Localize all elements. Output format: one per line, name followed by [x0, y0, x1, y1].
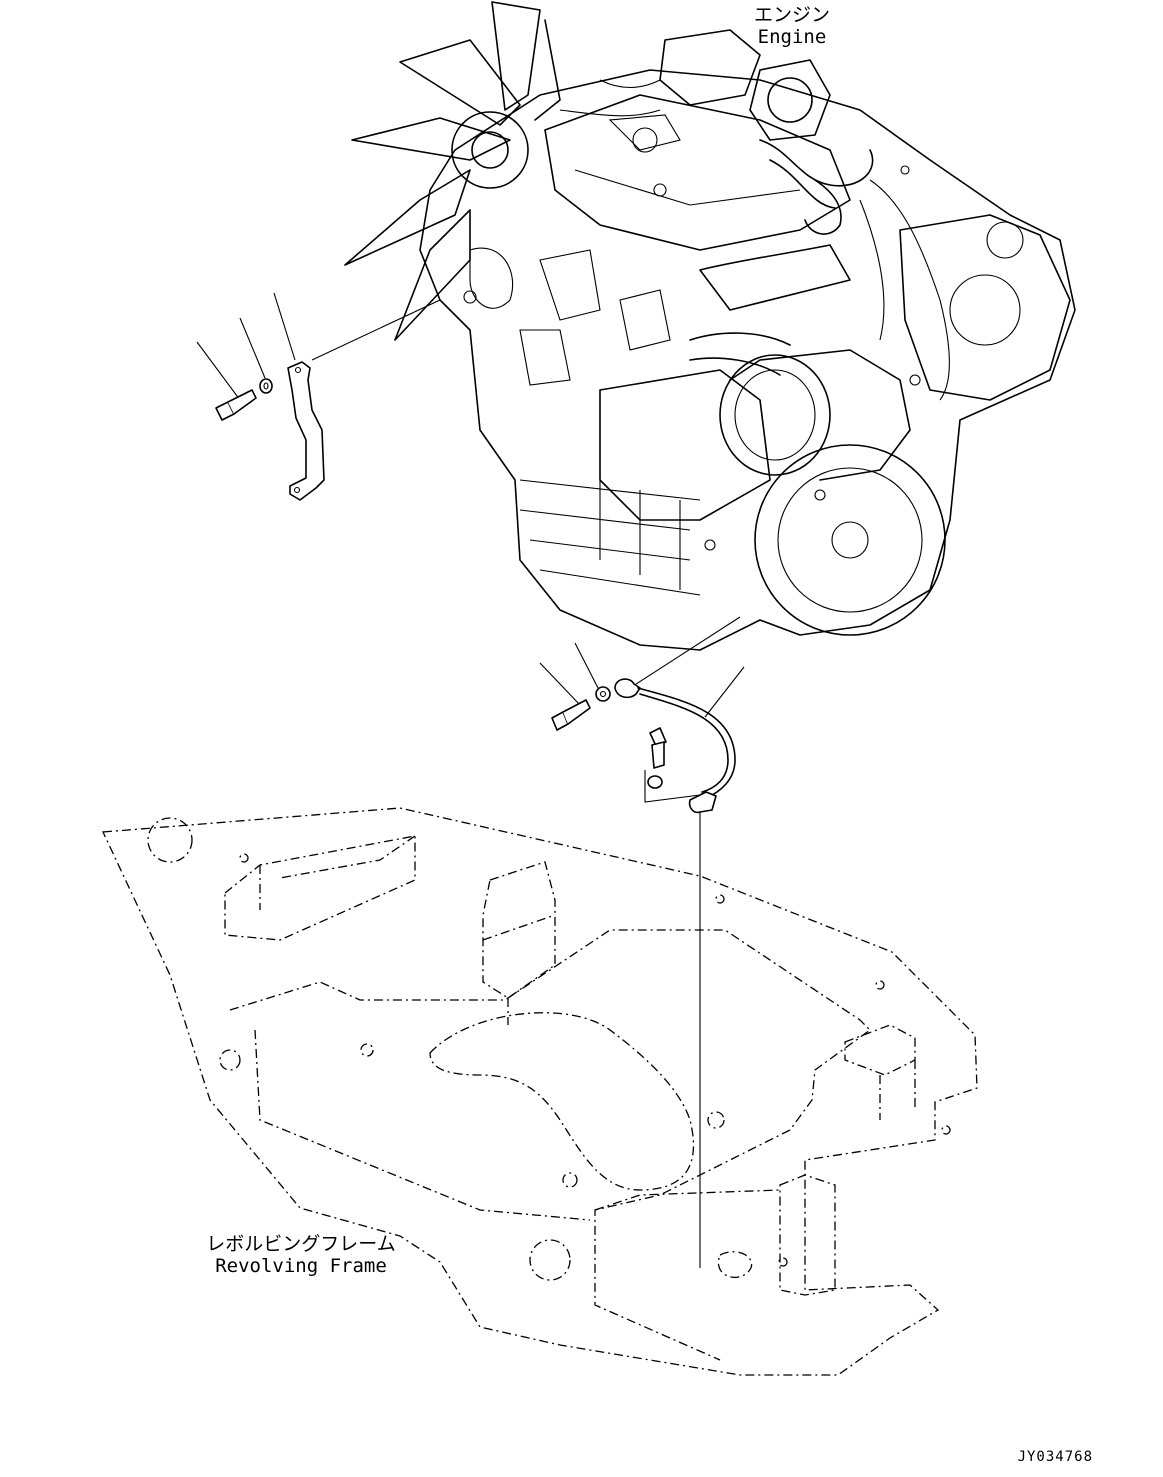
engine-label-jp: エンジン [753, 4, 830, 26]
washer-icon [259, 378, 273, 394]
ground-cable-group [539, 616, 745, 1268]
revolving-frame [102, 807, 978, 1376]
stud-icon [644, 727, 701, 803]
leader-line [704, 666, 745, 718]
revolving-frame-label-en: Revolving Frame [215, 1255, 387, 1277]
leader-line [196, 341, 241, 401]
ground-bracket-icon [287, 361, 325, 501]
cooling-fan [344, 1, 561, 341]
washer-icon [595, 686, 611, 702]
drawing-number: JY034768 [1017, 1449, 1093, 1465]
revolving-frame-label: レボルビングフレーム Revolving Frame [196, 1233, 406, 1277]
leader-line [239, 317, 266, 379]
leader-line [273, 292, 296, 361]
engine-label: エンジン Engine [742, 4, 842, 48]
bracket-group [196, 292, 325, 501]
engine-block [419, 29, 1076, 651]
ground-cable-icon [614, 678, 736, 814]
engine-assembly [344, 1, 1076, 651]
engine-label-en: Engine [757, 26, 827, 48]
leader-line [539, 662, 581, 706]
bolt-icon [551, 699, 591, 731]
bolt-icon [215, 389, 257, 421]
leader-line [574, 642, 599, 689]
revolving-frame-label-jp: レボルビングフレーム [206, 1233, 396, 1255]
